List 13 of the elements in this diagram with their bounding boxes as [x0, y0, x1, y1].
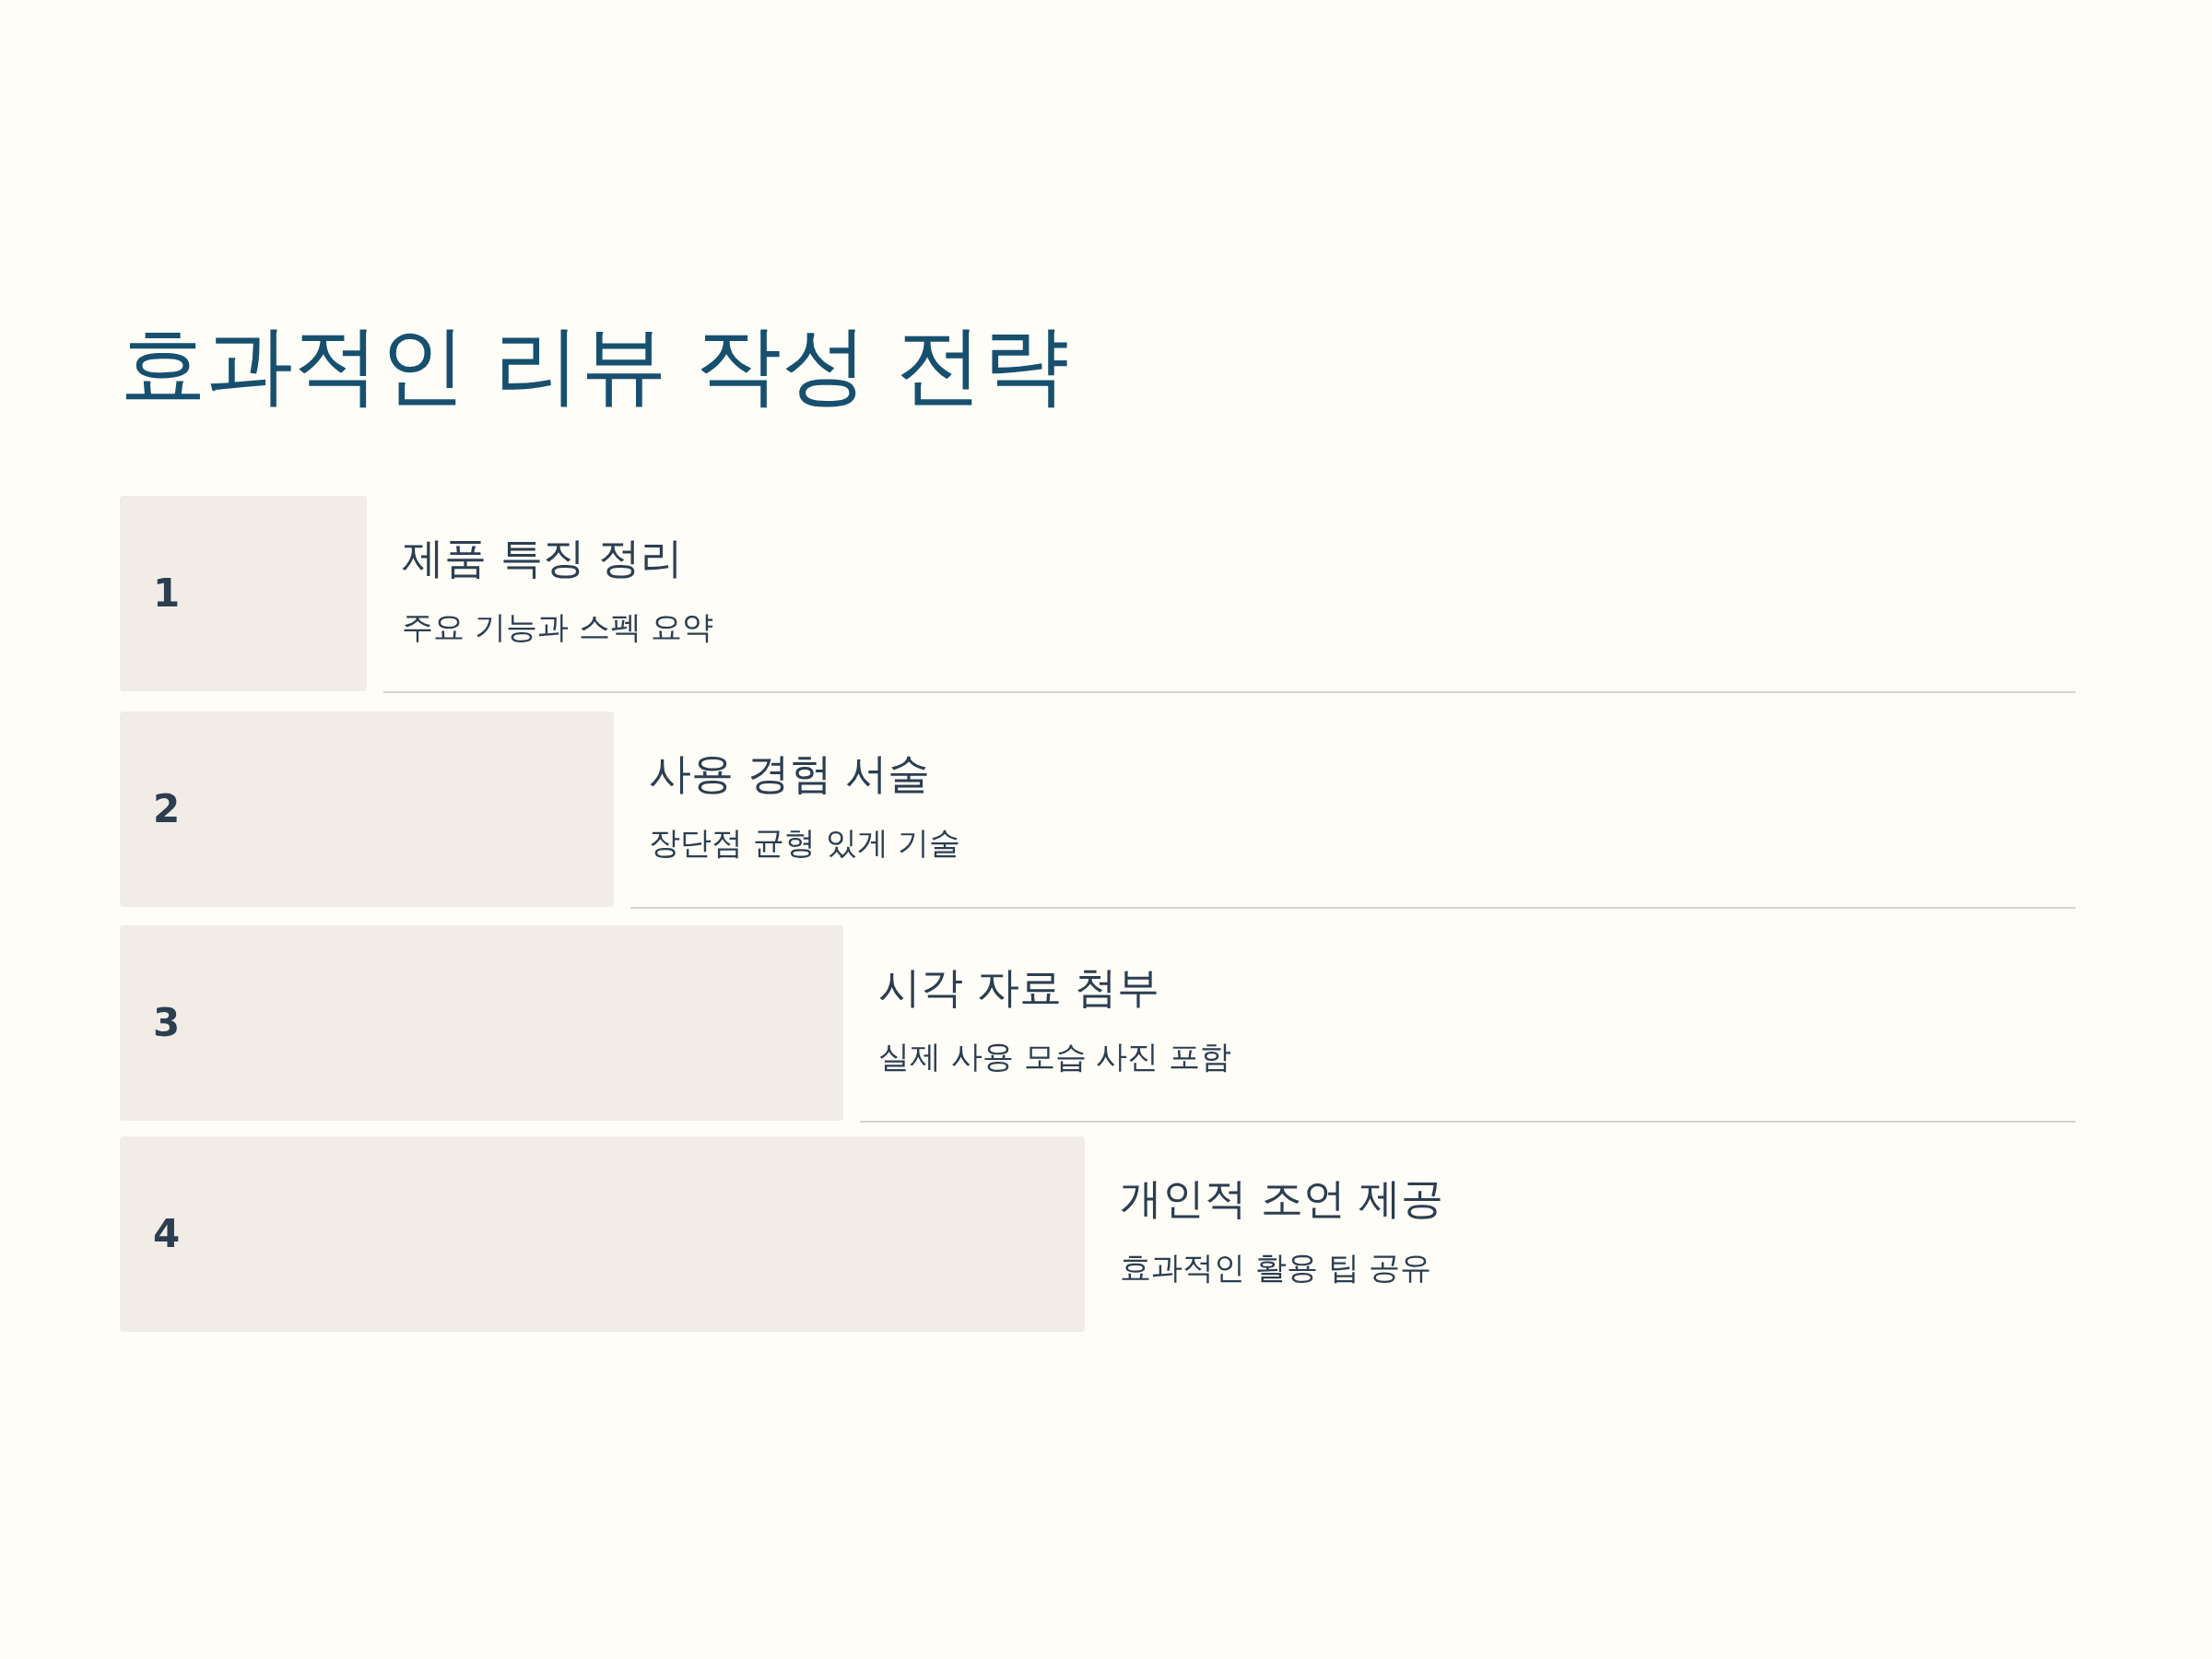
- step-description: 실제 사용 모습 사진 포함: [878, 1038, 1232, 1076]
- step-heading: 제품 특징 정리: [402, 533, 684, 584]
- step-number: 3: [153, 1004, 181, 1042]
- step-description: 효과적인 활용 팁 공유: [1120, 1249, 1432, 1287]
- step-number: 4: [153, 1215, 181, 1253]
- step-description: 주요 기능과 스펙 요약: [402, 608, 714, 646]
- step-number: 2: [153, 790, 181, 829]
- title: 효과적인 리뷰 작성 전략: [120, 313, 1069, 417]
- step-number: 1: [153, 574, 181, 613]
- step-description: 장단점 균형 있게 기술: [649, 824, 961, 862]
- step-heading: 사용 경험 서술: [649, 748, 931, 800]
- step-heading: 개인적 조언 제공: [1120, 1173, 1444, 1225]
- step-heading: 시각 자료 첨부: [878, 962, 1160, 1014]
